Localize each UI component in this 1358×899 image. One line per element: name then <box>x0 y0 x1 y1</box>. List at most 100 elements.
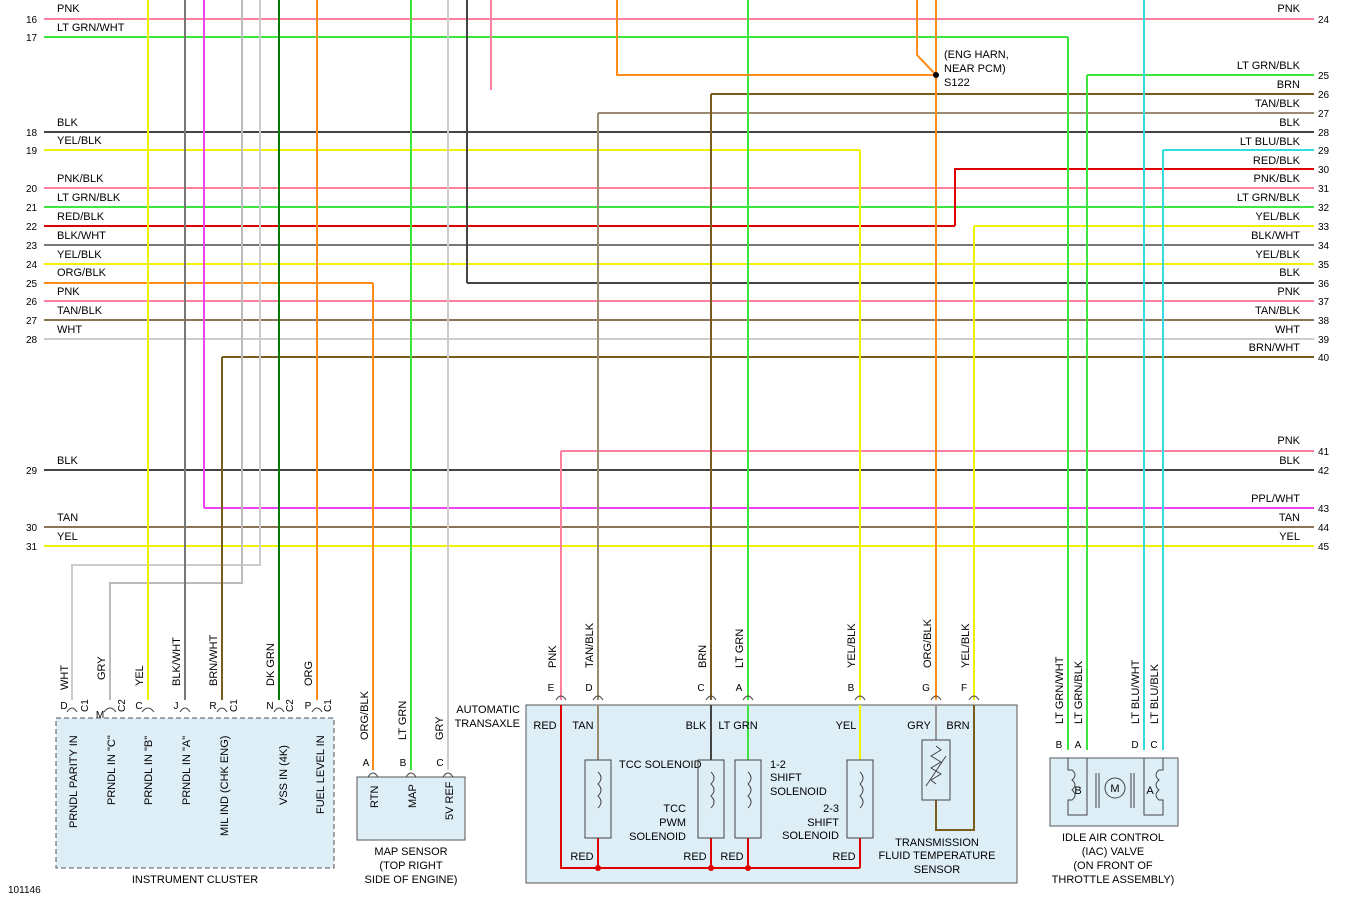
pin-letter: B <box>848 683 855 694</box>
cav-label: ORG/BLK <box>57 267 107 279</box>
cav-num: 45 <box>1318 542 1330 553</box>
cav-num: 35 <box>1318 260 1330 271</box>
cav-label: PNK <box>1277 435 1300 447</box>
pin-letter: D <box>1131 740 1138 751</box>
cav-label: LT GRN/WHT <box>57 22 125 34</box>
iac-coil-a: A <box>1146 785 1154 797</box>
cav-label: TAN <box>1279 512 1300 524</box>
map-sensor-box <box>356 776 466 841</box>
pin-letter: B <box>400 758 407 769</box>
iac-title-4: THROTTLE ASSEMBLY) <box>1052 874 1175 886</box>
cav-num: 26 <box>1318 90 1330 101</box>
cav-num: 39 <box>1318 335 1330 346</box>
splice-label-1: (ENG HARN, <box>944 49 1009 61</box>
pin-func: PRNDL IN "A" <box>181 736 193 805</box>
tcc-solenoid: TCC SOLENOID <box>584 759 702 839</box>
wire-label: PNK <box>547 645 559 668</box>
cav-num: 19 <box>26 146 38 157</box>
wire-label: YEL/BLK <box>960 623 972 668</box>
iac-internals <box>1067 758 1164 816</box>
wire-label: LT GRN <box>734 629 746 668</box>
cav-num: 29 <box>1318 146 1330 157</box>
cav-label: BLK <box>57 117 78 129</box>
cav-label: PNK/BLK <box>57 173 104 185</box>
cav-num: 25 <box>26 279 38 290</box>
wire-org-loop <box>616 0 936 76</box>
tcc-pwm-solenoid: TCC PWM SOLENOID <box>629 759 725 843</box>
cav-label: LT GRN/BLK <box>57 192 121 204</box>
cav-num: 31 <box>1318 184 1330 195</box>
pin-letter: M <box>96 710 104 721</box>
ic-pin-j: BLK/WHT J PRNDL IN "A" <box>171 637 193 805</box>
inner-wire-label: BLK <box>686 720 707 732</box>
cav-label: LT GRN/BLK <box>1237 60 1301 72</box>
map-connector-markers <box>367 772 454 778</box>
cav-label: LT GRN/BLK <box>1237 192 1301 204</box>
cav-label: BLK <box>57 455 78 467</box>
tcc-pwm-1: TCC <box>663 803 686 815</box>
cav-num: 27 <box>26 316 38 327</box>
wire-label: LT BLU/WHT <box>1130 659 1142 724</box>
pin-func: PRNDL IN "B" <box>143 736 155 805</box>
shift-23-solenoid: 2-3 SHIFT SOLENOID <box>782 759 874 842</box>
wire-label: BRN <box>697 645 709 668</box>
inner-wire-label: BRN <box>946 720 969 732</box>
pin-func: PRNDL IN "C" <box>106 735 118 805</box>
ic-pin-n: DK GRN N C2 VSS IN (4K) <box>265 643 296 805</box>
wire-label: ORG/BLK <box>359 690 371 740</box>
instrument-cluster-title: INSTRUMENT CLUSTER <box>132 874 258 886</box>
harness-wires <box>44 0 1314 770</box>
shift12-1: 1-2 <box>770 759 786 771</box>
transaxle-internal-wires <box>560 705 975 869</box>
wire-label: TAN/BLK <box>584 622 596 668</box>
inner-wire-label: YEL <box>836 720 857 732</box>
automatic-transaxle: AUTOMATIC TRANSAXLE PNK E TAN/BLK D BRN … <box>455 618 1018 884</box>
pin-func: 5V REF <box>444 781 456 820</box>
transaxle-label-2: TRANSAXLE <box>455 718 520 730</box>
cav-num: 30 <box>1318 165 1330 176</box>
cav-num: 30 <box>26 523 38 534</box>
tft-1: TRANSMISSION <box>895 837 979 849</box>
wire-label: GRY <box>434 716 446 740</box>
cav-num: 36 <box>1318 279 1330 290</box>
pin-letter: C <box>697 683 704 694</box>
cav-label: PNK <box>57 286 80 298</box>
cav-num: 27 <box>1318 109 1330 120</box>
cav-num: 23 <box>26 241 38 252</box>
pin-letter: B <box>1056 740 1063 751</box>
pin-letter: P <box>305 701 312 712</box>
right-cavity-labels: 24 PNK 25 LT GRN/BLK BRN 26 TAN/BLK 27 B… <box>1237 3 1330 553</box>
pin-func: RTN <box>369 786 381 808</box>
tcc-pwm-3: SOLENOID <box>629 831 686 843</box>
cav-label: PNK/BLK <box>1254 173 1301 185</box>
iac-motor-symbol: M <box>1110 783 1119 795</box>
cav-num: 25 <box>1318 71 1330 82</box>
cav-label: BRN/WHT <box>1249 342 1301 354</box>
transaxle-pin-labels: PNK E TAN/BLK D BRN C LT GRN A YEL/BLK B… <box>547 618 972 694</box>
ic-pin-d: WHT D C1 PRNDL PARITY IN <box>59 665 91 828</box>
diagram-id: 101146 <box>8 885 41 896</box>
conn-label: C2 <box>117 699 128 712</box>
pin-letter: N <box>266 701 273 712</box>
inner-wire-label: RED <box>533 720 556 732</box>
conn-label: C1 <box>323 699 334 712</box>
pin-letter: A <box>363 758 370 769</box>
cav-label: PNK <box>1277 3 1300 15</box>
pin-letter: D <box>585 683 592 694</box>
wire-label: LT GRN <box>397 701 409 740</box>
shift23-2: SHIFT <box>807 817 839 829</box>
cav-num: 41 <box>1318 447 1330 458</box>
cav-label: PPL/WHT <box>1251 493 1300 505</box>
wire-label: LT GRN/WHT <box>1054 656 1066 724</box>
splice-s122-dot <box>933 72 939 78</box>
pin-letter: R <box>209 701 216 712</box>
cav-num: 16 <box>26 15 38 26</box>
wire-label: YEL/BLK <box>846 623 858 668</box>
tft-2: FLUID TEMPERATURE <box>879 850 996 862</box>
wire-v-gry <box>109 0 243 700</box>
wire-label: DK GRN <box>265 643 277 686</box>
iac-title-1: IDLE AIR CONTROL <box>1062 832 1164 844</box>
left-cavity-labels: 16 PNK 17 LT GRN/WHT 18 BLK 19 YEL/BLK 2… <box>26 3 125 553</box>
cav-num: 22 <box>26 222 38 233</box>
